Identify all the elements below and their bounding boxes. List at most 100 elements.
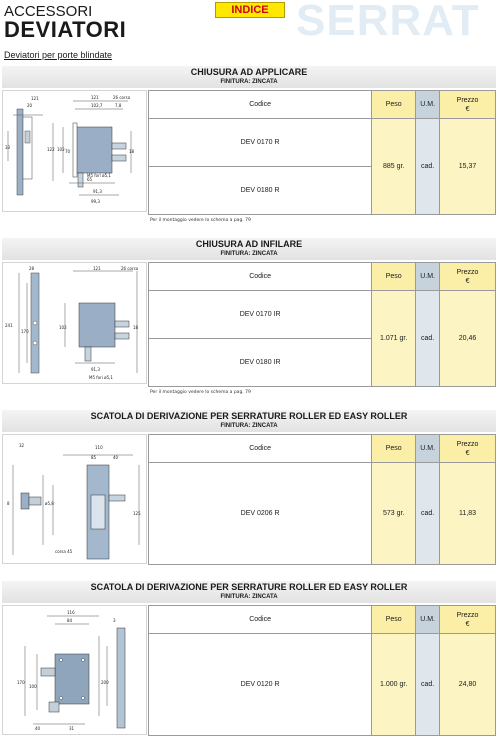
technical-drawing: 32 110 85 40 8 ø5,8 125 corsa 45	[2, 434, 147, 564]
dim-label: 18	[129, 149, 135, 154]
product-unit: cad.	[415, 633, 441, 736]
section-derivazione-2: SCATOLA DI DERIVAZIONE PER SERRATURE ROL…	[2, 581, 496, 736]
index-button[interactable]: INDICE	[215, 2, 285, 18]
col-price-label: Prezzo	[456, 268, 479, 276]
table-header-row: Codice Peso U.M. Prezzo€	[147, 262, 496, 291]
col-code: Codice	[147, 90, 373, 119]
dim-label: 125	[133, 511, 141, 516]
drawing-svg: 28 121 26 corsa 241 170 102 18 91,3 M5 f…	[5, 266, 139, 380]
table-row: DEV 0170 R 885 gr. cad. 15,37	[147, 118, 496, 215]
col-weight: Peso	[371, 90, 417, 119]
currency-label: €	[465, 620, 470, 628]
product-unit: cad.	[415, 290, 441, 387]
col-weight: Peso	[371, 262, 417, 291]
product-weight: 885 gr.	[371, 118, 417, 215]
table-header-row: Codice Peso U.M. Prezzo€	[147, 605, 496, 634]
dim-label: 102,7	[91, 103, 103, 108]
section-infilare: CHIUSURA AD INFILARE FINITURA: ZINCATA 2…	[2, 238, 496, 395]
dim-label: 26 corsa	[113, 95, 131, 100]
dim-label: 33	[5, 145, 11, 150]
dim-label: 7,8	[115, 103, 122, 108]
col-unit: U.M.	[415, 262, 441, 291]
category-label: ACCESSORI	[4, 3, 93, 20]
dim-label: 91,3	[93, 189, 102, 194]
dim-label: 102	[57, 147, 65, 152]
section-derivazione-1: SCATOLA DI DERIVAZIONE PER SERRATURE ROL…	[2, 410, 496, 565]
section-title: SCATOLA DI DERIVAZIONE PER SERRATURE ROL…	[90, 411, 408, 421]
dim-label: 84	[67, 618, 73, 623]
col-unit: U.M.	[415, 90, 441, 119]
dim-label: 121	[93, 266, 101, 271]
dim-label: 32	[19, 443, 25, 448]
mounting-note: Per il montaggio vedere lo schema a pag.…	[150, 218, 251, 223]
dim-label: 70	[65, 149, 71, 154]
dim-label: 85	[91, 455, 97, 460]
price-table: Codice Peso U.M. Prezzo€ DEV 0170 R 885 …	[147, 90, 496, 215]
dim-label: 65	[87, 177, 93, 182]
technical-drawing: 28 121 26 corsa 241 170 102 18 91,3 M5 f…	[2, 262, 147, 384]
dim-label: ø5,8	[45, 501, 54, 506]
col-price: Prezzo€	[439, 262, 496, 291]
table-row: DEV 0120 R 1.000 gr. cad. 24,80	[147, 633, 496, 736]
drawing-svg: 121 121 26 corsa 102,7 7,8 20 33 122 102…	[5, 95, 135, 204]
dim-label: 40	[113, 455, 119, 460]
dim-label: 26 corsa	[121, 266, 139, 271]
col-code: Codice	[147, 262, 373, 291]
page-title: DEVIATORI	[4, 17, 127, 42]
section-title: CHIUSURA AD INFILARE	[195, 239, 303, 249]
drawing-svg: 116 84 3 170 100 200 40 31	[17, 610, 126, 731]
dim-label: 121	[91, 95, 99, 100]
dim-label: 116	[67, 610, 75, 615]
product-price: 15,37	[439, 118, 496, 215]
product-price: 11,83	[439, 462, 496, 565]
dim-label: 170	[21, 329, 29, 334]
dim-label: 99,3	[91, 199, 100, 204]
col-price: Prezzo€	[439, 434, 496, 463]
col-unit: U.M.	[415, 434, 441, 463]
dim-label: 28	[29, 266, 35, 271]
dim-label: 121	[31, 96, 39, 101]
price-table: Codice Peso U.M. Prezzo€ DEV 0206 R 573 …	[147, 434, 496, 565]
dim-label: 20	[27, 103, 33, 108]
dim-label: M5 fori ø5,1	[87, 173, 111, 178]
table-row: DEV 0170 IR 1.071 gr. cad. 20,46	[147, 290, 496, 387]
product-price: 24,80	[439, 633, 496, 736]
table-header-row: Codice Peso U.M. Prezzo€	[147, 90, 496, 119]
product-unit: cad.	[415, 462, 441, 565]
price-table: Codice Peso U.M. Prezzo€ DEV 0170 IR 1.0…	[147, 262, 496, 387]
col-price-label: Prezzo	[456, 440, 479, 448]
currency-label: €	[465, 449, 470, 457]
watermark: SERRAT	[296, 0, 480, 45]
mounting-note: Per il montaggio vedere lo schema a pag.…	[150, 390, 251, 395]
section-finish: FINITURA: ZINCATA	[220, 423, 278, 429]
product-unit: cad.	[415, 118, 441, 215]
product-price: 20,46	[439, 290, 496, 387]
dim-label: 110	[95, 445, 103, 450]
product-weight: 573 gr.	[371, 462, 417, 565]
dim-label: corsa 45	[55, 549, 73, 554]
table-row: DEV 0180 R	[147, 166, 496, 215]
currency-label: €	[465, 277, 470, 285]
col-price: Prezzo€	[439, 605, 496, 634]
section-title-bar: SCATOLA DI DERIVAZIONE PER SERRATURE ROL…	[2, 410, 496, 432]
product-code: DEV 0120 R	[147, 633, 373, 736]
product-code: DEV 0170 IR	[147, 290, 373, 339]
dim-label: 18	[133, 325, 139, 330]
col-code: Codice	[147, 434, 373, 463]
dim-label: 102	[59, 325, 67, 330]
table-row: DEV 0206 R 573 gr. cad. 11,83	[147, 462, 496, 565]
dim-label: 91,3	[91, 367, 100, 372]
section-finish: FINITURA: ZINCATA	[220, 79, 278, 85]
col-price-label: Prezzo	[456, 96, 479, 104]
dim-label: 200	[101, 680, 109, 685]
product-code: DEV 0206 R	[147, 462, 373, 565]
dim-label: 170	[17, 680, 25, 685]
dim-label: 100	[29, 684, 37, 689]
product-code: DEV 0180 IR	[147, 338, 373, 387]
col-unit: U.M.	[415, 605, 441, 634]
col-price: Prezzo€	[439, 90, 496, 119]
price-table: Codice Peso U.M. Prezzo€ DEV 0120 R 1.00…	[147, 605, 496, 736]
dim-label: 40	[35, 726, 41, 731]
dim-label: 31	[69, 726, 75, 731]
col-price-label: Prezzo	[456, 611, 479, 619]
